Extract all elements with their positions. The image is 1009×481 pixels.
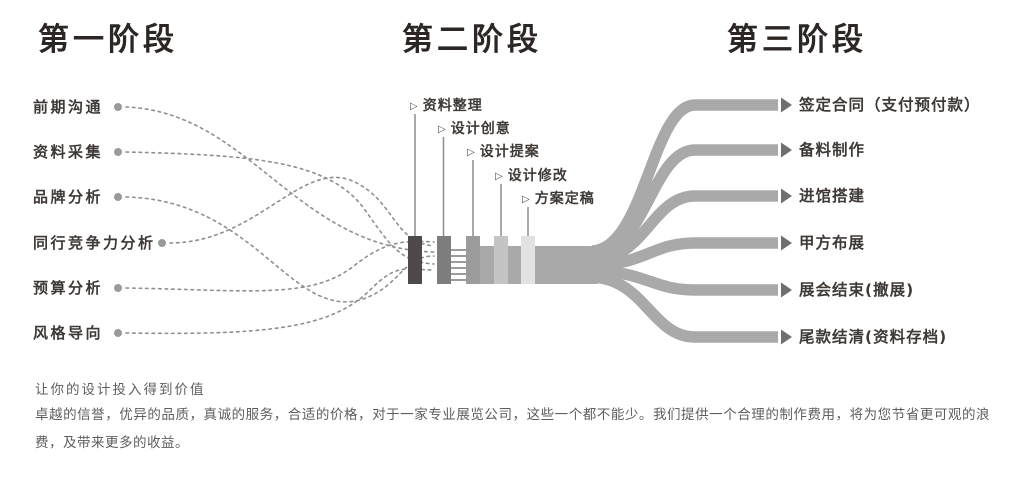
phase2-item: ▷ 设计提案 — [467, 143, 540, 162]
flow-curve-5 — [125, 240, 435, 292]
flow-curve-4 — [169, 176, 435, 247]
phase3-item: 进馆搭建 — [799, 185, 865, 207]
flow-branch-5 — [591, 265, 778, 296]
flow-branch-1 — [590, 99, 778, 257]
item-dot — [114, 329, 122, 337]
phase2-item-label: 设计修改 — [507, 168, 568, 184]
branch-arrowheads — [781, 97, 792, 345]
dotted-flow-curves — [125, 106, 435, 335]
phase3-item-label: 尾款结清(资料存档) — [799, 328, 948, 346]
triangle-right-icon: ▷ — [522, 194, 530, 205]
phase3-item: 签定合同（支付预付款） — [799, 94, 981, 116]
arrow-right-icon — [781, 188, 792, 204]
arrow-right-icon — [781, 142, 792, 158]
flow-curve-6 — [125, 268, 435, 335]
phase2-item-label: 设计提案 — [479, 144, 540, 160]
phase3-item: 尾款结清(资料存档) — [799, 326, 947, 348]
phase2-item-label: 设计创意 — [450, 121, 511, 137]
flow-branches — [590, 99, 778, 343]
phase3-item-label: 展会结束(撤展) — [799, 281, 915, 299]
phase2-item: ▷ 设计创意 — [438, 120, 511, 139]
strand-lines — [450, 249, 467, 281]
phase1-item: 风格导向 — [33, 323, 103, 343]
phase1-item-dots — [114, 103, 166, 337]
triangle-right-icon: ▷ — [438, 124, 446, 135]
flow-curve-3 — [125, 196, 435, 303]
flow-curve-1 — [125, 106, 435, 253]
phase1-title: 第一阶段 — [38, 22, 178, 58]
footer-body: 卓越的信誉，优异的品质，真诚的服务，合适的价格，对于一家专业展览公司，这些一个都… — [35, 407, 990, 451]
item-dot — [158, 239, 166, 247]
arrow-right-icon — [781, 282, 792, 298]
phase1-item-label: 风格导向 — [33, 324, 104, 342]
phase2-item-label: 资料整理 — [422, 98, 483, 114]
phase1-item: 预算分析 — [33, 278, 103, 298]
phase1-item: 资料采集 — [33, 142, 103, 162]
phase1-item: 前期沟通 — [33, 97, 103, 117]
phase3-item-label: 进馆搭建 — [799, 187, 866, 205]
item-dot — [114, 103, 122, 111]
triangle-right-icon: ▷ — [495, 171, 503, 182]
phase3-item: 甲方布展 — [799, 232, 865, 254]
flow-branch-2 — [591, 144, 778, 261]
arrow-right-icon — [781, 329, 792, 345]
phase1-item-label: 前期沟通 — [33, 98, 104, 116]
item-dot — [114, 284, 122, 292]
phase1-item: 品牌分析 — [33, 187, 103, 207]
phase2-item-label: 方案定稿 — [534, 191, 595, 207]
phase2-item: ▷ 设计修改 — [495, 167, 568, 186]
phase3-item: 备料制作 — [799, 139, 865, 161]
flow-curve-2 — [125, 151, 435, 265]
phase2-title: 第二阶段 — [402, 22, 542, 58]
phase3-title: 第三阶段 — [727, 22, 867, 58]
flow-branch-6 — [591, 271, 778, 343]
item-dot — [114, 148, 122, 156]
phase3-item-label: 签定合同（支付预付款） — [799, 96, 981, 114]
stage-bar-5 — [521, 236, 535, 284]
phase2-label-stems — [414, 114, 529, 237]
phase3-item-label: 甲方布展 — [799, 234, 866, 252]
phase3-item-label: 备料制作 — [799, 141, 866, 159]
stage-bar-3 — [466, 236, 480, 284]
phase1-item-label: 品牌分析 — [33, 188, 104, 206]
arrow-right-icon — [781, 235, 792, 251]
phase1-item-label: 资料采集 — [33, 143, 104, 161]
stage-bar-1 — [408, 236, 422, 284]
footer-headline: 让你的设计投入得到价值 — [35, 382, 206, 398]
flow-branch-3 — [591, 190, 778, 266]
phase1-item: 同行竞争力分析 — [33, 233, 156, 253]
arrow-right-icon — [781, 97, 792, 113]
triangle-right-icon: ▷ — [410, 101, 418, 112]
triangle-right-icon: ▷ — [467, 147, 475, 158]
item-dot — [114, 193, 122, 201]
phase2-item: ▷ 方案定稿 — [522, 190, 595, 209]
phase2-item: ▷ 资料整理 — [410, 97, 483, 116]
stage-bars — [408, 236, 535, 284]
stage-bar-4 — [494, 236, 508, 284]
phase3-item: 展会结束(撤展) — [799, 279, 914, 301]
stage-bar-2 — [437, 236, 451, 284]
phase1-item-label: 预算分析 — [33, 279, 104, 297]
phase1-item-label: 同行竞争力分析 — [33, 234, 156, 252]
flow-branch-4 — [591, 237, 778, 271]
